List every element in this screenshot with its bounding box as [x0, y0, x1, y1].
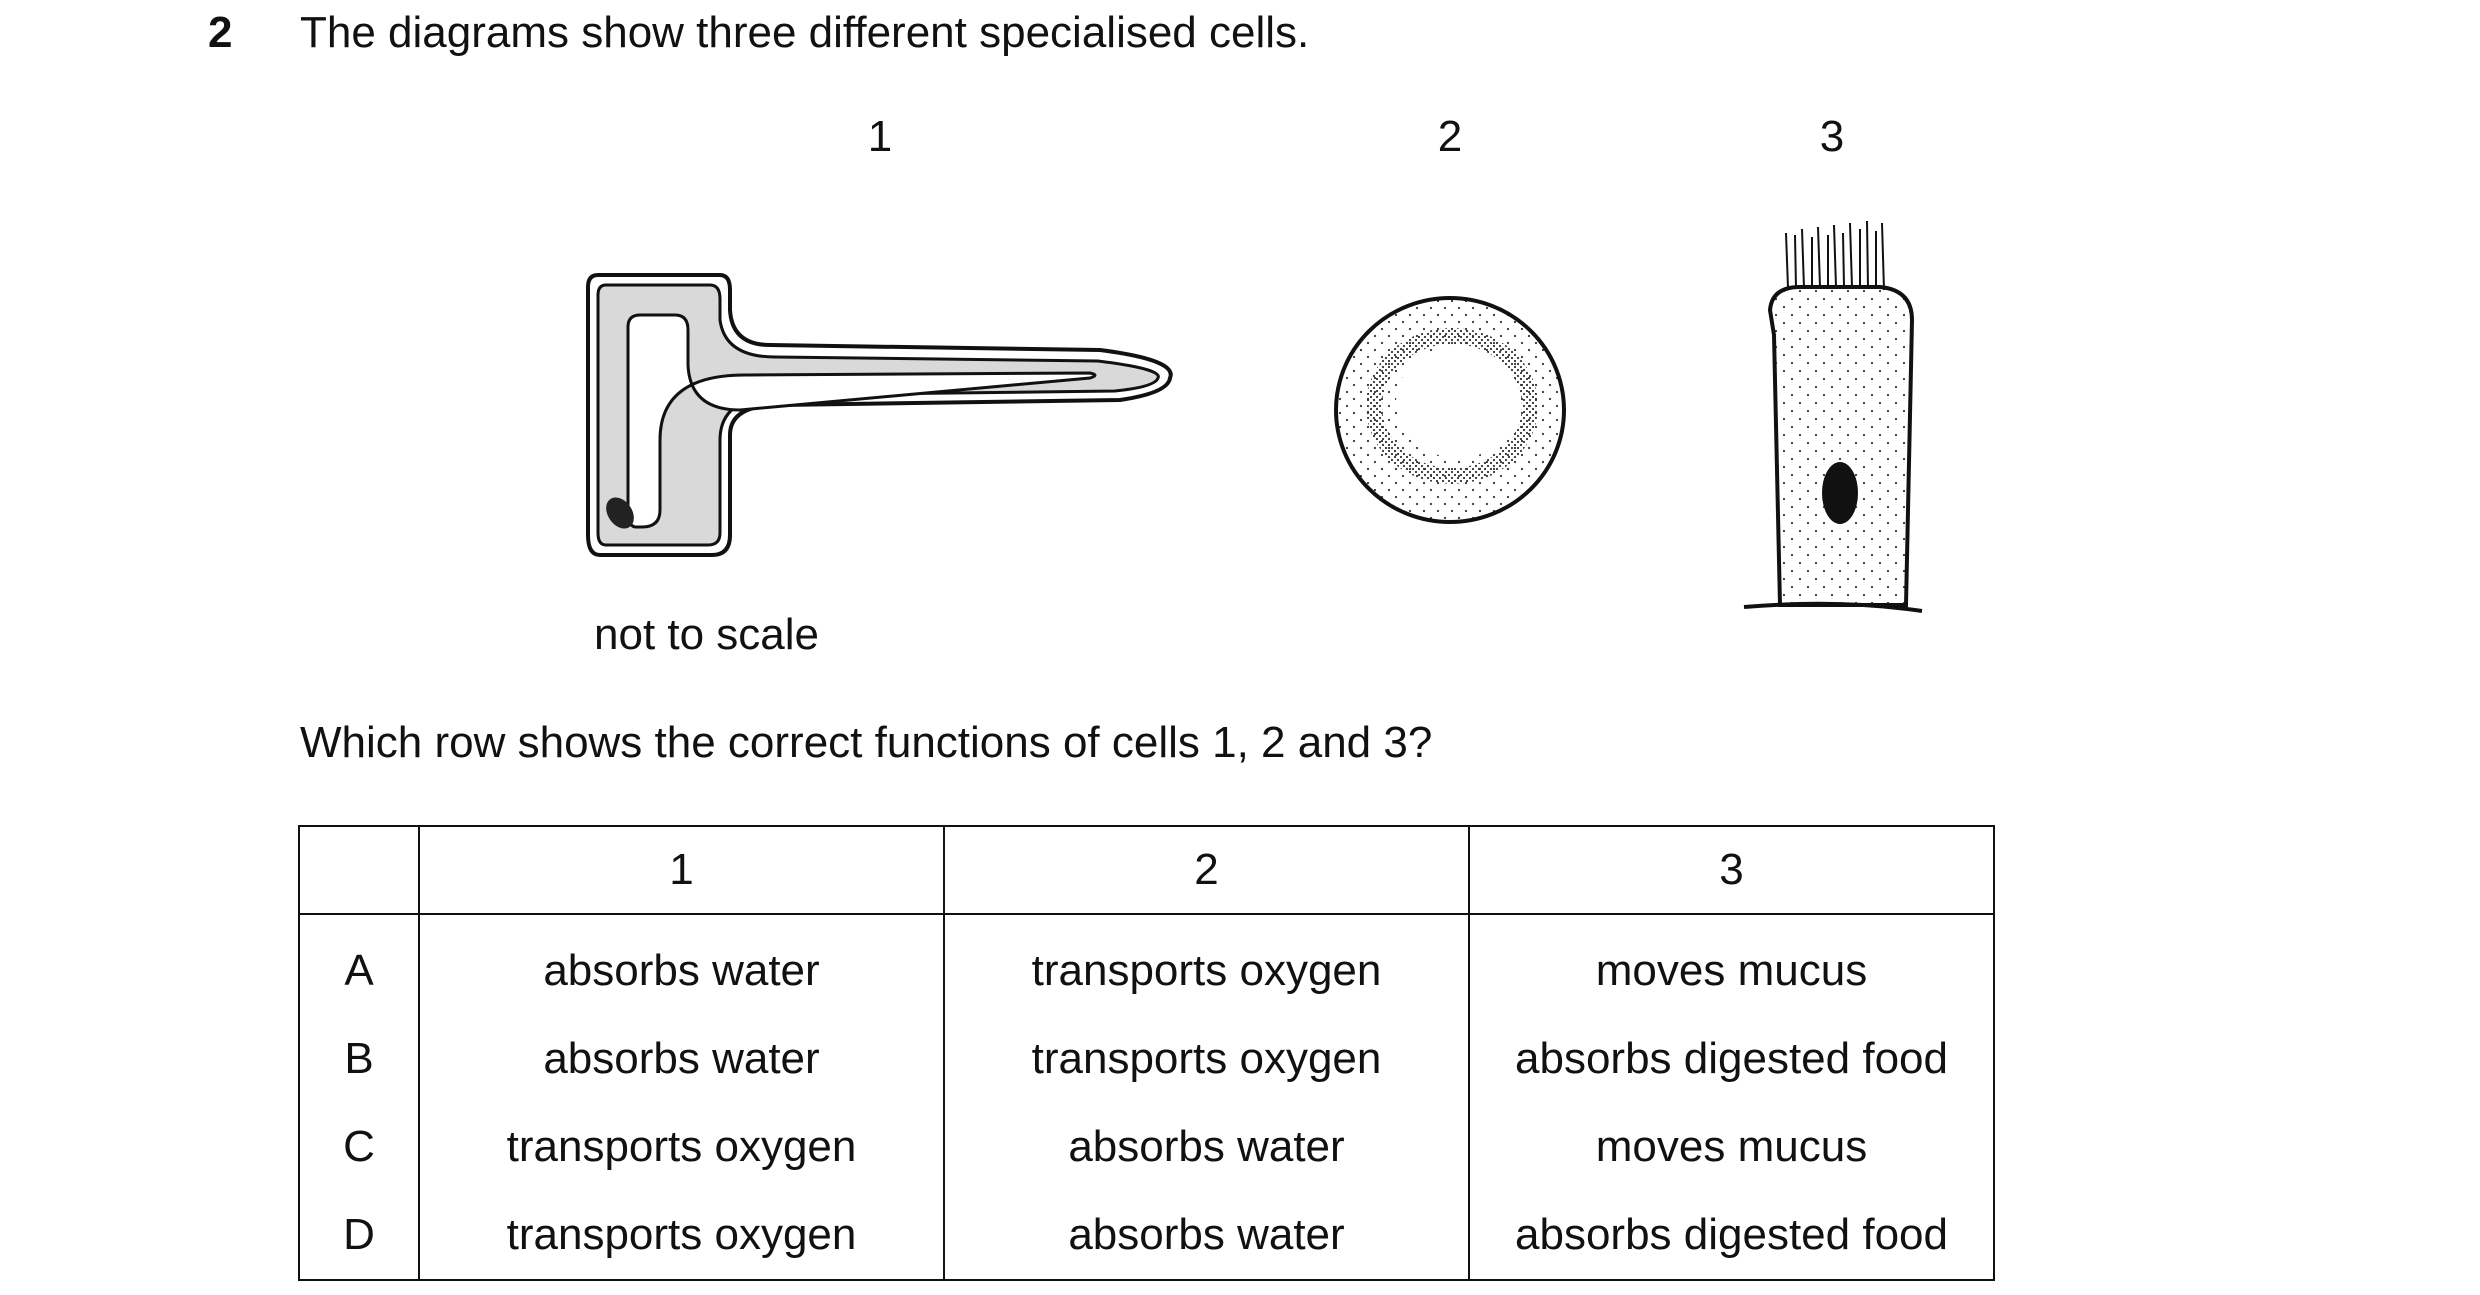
- option-label[interactable]: A: [298, 914, 420, 1015]
- ciliated-cell-diagram: [1743, 220, 1923, 613]
- table-header-cell: 2: [943, 826, 1470, 915]
- table-cell: absorbs water: [418, 1015, 945, 1103]
- table-cell: moves mucus: [1468, 914, 1995, 1015]
- table-cell: transports oxygen: [943, 1015, 1470, 1103]
- cell-label-1: 1: [867, 112, 893, 161]
- table-cell: absorbs digested food: [1468, 1015, 1995, 1103]
- table-cell: transports oxygen: [943, 914, 1470, 1015]
- red-blood-cell-diagram: [1334, 296, 1566, 524]
- table-header-cell: 1: [418, 826, 945, 915]
- cell-label-3: 3: [1819, 112, 1845, 161]
- table-header-cell: 3: [1468, 826, 1995, 915]
- table-row-d[interactable]: D transports oxygen absorbs water absorb…: [298, 1191, 1995, 1280]
- question-intro: The diagrams show three different specia…: [300, 8, 1310, 57]
- option-label[interactable]: D: [298, 1191, 420, 1280]
- question-number: 2: [208, 8, 233, 57]
- answer-table: 1 2 3 A absorbs water transports oxygen …: [298, 825, 1995, 1281]
- question-prompt: Which row shows the correct functions of…: [300, 718, 1433, 767]
- table-cell: absorbs water: [943, 1191, 1470, 1280]
- table-row-b[interactable]: B absorbs water transports oxygen absorb…: [298, 1015, 1995, 1103]
- table-cell: moves mucus: [1468, 1103, 1995, 1191]
- table-cell: transports oxygen: [418, 1103, 945, 1191]
- table-cell: transports oxygen: [418, 1191, 945, 1280]
- table-cell: absorbs digested food: [1468, 1191, 1995, 1280]
- table-cell: absorbs water: [943, 1103, 1470, 1191]
- table-cell: absorbs water: [418, 914, 945, 1015]
- option-label[interactable]: B: [298, 1015, 420, 1103]
- option-label[interactable]: C: [298, 1103, 420, 1191]
- table-row-c[interactable]: C transports oxygen absorbs water moves …: [298, 1103, 1995, 1191]
- root-hair-cell-diagram: [586, 273, 1173, 557]
- scale-note: not to scale: [594, 610, 820, 659]
- table-header-row: 1 2 3: [298, 826, 1995, 915]
- cell-label-2: 2: [1437, 112, 1463, 161]
- table-row-a[interactable]: A absorbs water transports oxygen moves …: [298, 914, 1995, 1015]
- table-header-cell: [298, 826, 420, 915]
